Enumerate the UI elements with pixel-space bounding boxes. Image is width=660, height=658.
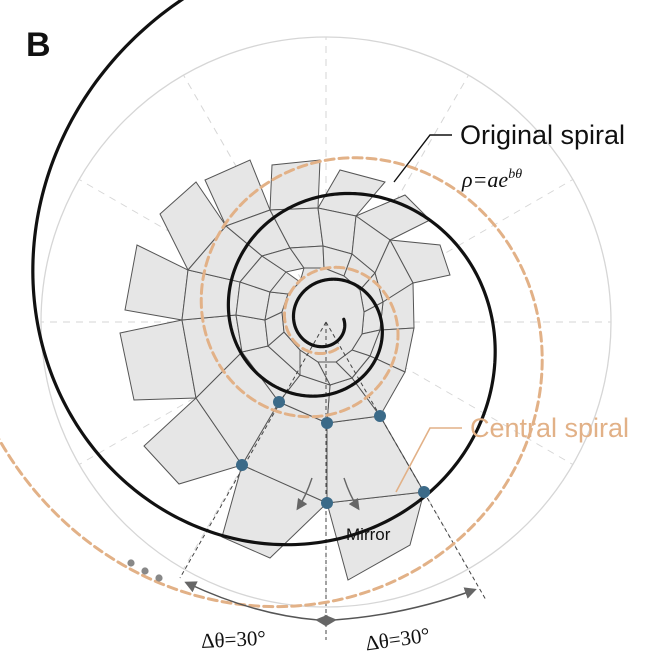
original-spiral-curve <box>31 0 497 547</box>
angle-arcs <box>184 581 477 627</box>
node-markers <box>236 396 430 509</box>
panel-label: B <box>26 26 51 64</box>
panel-polygon <box>269 159 321 211</box>
radial-dashed-lines <box>179 321 487 640</box>
dot <box>141 567 149 575</box>
angle-arc-left <box>184 581 328 627</box>
original-spiral-label: Original spiral <box>460 120 625 150</box>
node <box>273 396 285 408</box>
eq-equals: = <box>473 167 488 192</box>
mirror-arrows <box>296 477 360 511</box>
delta-theta-right-label: Δθ=30° <box>364 623 432 656</box>
central-spiral-curve <box>0 156 544 609</box>
mirror-arrow-right <box>343 477 360 511</box>
continuation-dots <box>127 559 163 582</box>
original-spiral-leader <box>393 134 452 183</box>
delta-theta-left-label: Δθ=30° <box>200 626 266 653</box>
dot <box>155 574 163 582</box>
eq-rho: ρ <box>461 167 473 192</box>
node <box>236 459 248 471</box>
node <box>321 417 333 429</box>
node <box>418 486 430 498</box>
eq-exponent: bθ <box>508 167 522 182</box>
panel-polygon <box>124 244 189 321</box>
angle-arc-right <box>324 587 477 627</box>
central-spiral-leader <box>395 427 462 493</box>
panel-polygon <box>235 314 269 353</box>
panel-layer <box>119 159 451 581</box>
mirror-arrow-left <box>296 477 313 511</box>
eq-a: a <box>487 167 498 192</box>
eq-e: e <box>498 167 508 192</box>
dot <box>127 559 135 567</box>
radial-line-right <box>325 321 487 601</box>
central-spiral-label: Central spiral <box>470 413 629 443</box>
spiral-equation: ρ=aebθ <box>461 167 522 192</box>
mirror-label: Mirror <box>346 525 391 544</box>
panel-polygon <box>326 415 425 504</box>
radial-line-left <box>179 321 327 579</box>
node <box>321 497 333 509</box>
node <box>374 410 386 422</box>
